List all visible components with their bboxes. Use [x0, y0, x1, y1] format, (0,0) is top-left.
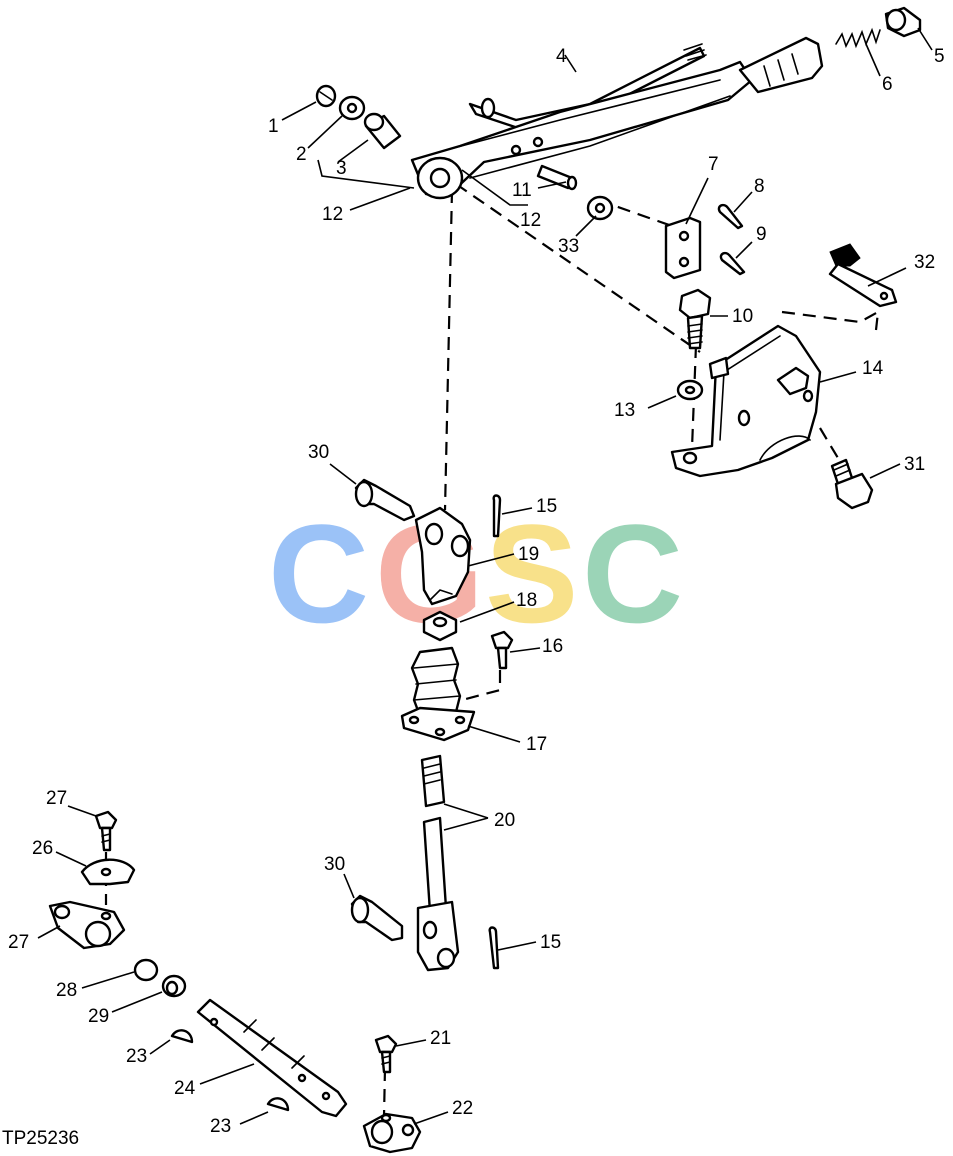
callout-3: 3: [336, 158, 347, 179]
part-5-knob: [884, 6, 922, 38]
part-19-clevis: [414, 506, 472, 606]
callout-5: 5: [934, 46, 945, 67]
watermark-letter-s: S: [485, 495, 578, 652]
watermark-letter-c1: C: [268, 495, 369, 652]
part-1-snap-ring: [315, 84, 337, 108]
figure-id: TP25236: [2, 1128, 79, 1149]
callout-labels: 1 2 3 12 4 11 12 33 7 8 9 10 13 14 31 32…: [8, 46, 945, 1137]
callout-30b: 30: [324, 854, 345, 875]
callout-21: 21: [430, 1028, 451, 1049]
callout-12a: 12: [322, 204, 343, 225]
part-7-plate: [664, 216, 702, 280]
callout-12b: 12: [520, 210, 541, 231]
callout-32: 32: [914, 252, 935, 273]
part-31-fitting: [830, 458, 874, 510]
part-18-nut: [422, 610, 458, 642]
part-20-rod: [416, 754, 460, 972]
part-12-lever-arm: [410, 60, 754, 200]
part-29-spring-ring: [161, 974, 187, 998]
part-23-key-upper: [170, 1029, 194, 1044]
part-14-bracket: [670, 324, 822, 478]
callout-30a: 30: [308, 442, 329, 463]
part-3-bushing: [363, 112, 402, 150]
callout-2: 2: [296, 144, 307, 165]
callout-23b: 23: [210, 1116, 231, 1137]
part-handle-grip: [738, 36, 824, 94]
callout-18: 18: [516, 590, 537, 611]
part-32-clip: [828, 243, 898, 308]
part-22-lever-arm: [362, 1112, 422, 1154]
part-15-cotter-pin-upper: [492, 494, 502, 538]
part-6-spring: [835, 27, 881, 49]
callout-27b: 27: [8, 932, 29, 953]
callout-26: 26: [32, 838, 53, 859]
callout-23a: 23: [126, 1046, 147, 1067]
part-10-bolt: [678, 288, 712, 350]
part-15-cotter-pin-lower: [488, 926, 500, 970]
part-17-boot: [400, 646, 476, 742]
callout-27a: 27: [46, 788, 67, 809]
part-11-pin: [536, 164, 578, 191]
callout-1: 1: [268, 116, 279, 137]
part-28-ring: [133, 958, 159, 982]
callout-28: 28: [56, 980, 77, 1001]
part-8-cotter-pin: [717, 203, 744, 230]
callout-7: 7: [708, 154, 719, 175]
callout-9: 9: [756, 224, 767, 245]
callout-20: 20: [494, 810, 515, 831]
part-24-shaft: [196, 998, 348, 1118]
callout-31: 31: [904, 454, 925, 475]
leader-lines: [37, 27, 933, 1125]
callout-6: 6: [882, 74, 893, 95]
part-2-washer: [338, 95, 366, 121]
callout-15b: 15: [540, 932, 561, 953]
part-27-bolt-top: [94, 810, 118, 852]
callout-4: 4: [556, 46, 567, 67]
callout-10: 10: [732, 306, 753, 327]
callout-15a: 15: [536, 496, 557, 517]
part-33-washer: [586, 195, 614, 221]
callout-8: 8: [754, 176, 765, 197]
part-21-bolt: [374, 1034, 398, 1074]
part-30-pin-lower: [350, 894, 404, 942]
callout-29: 29: [88, 1006, 109, 1027]
callout-14: 14: [862, 358, 884, 379]
part-26-clamp: [80, 858, 136, 886]
callout-24: 24: [174, 1078, 196, 1099]
watermark: C G S C: [268, 495, 683, 652]
callout-11: 11: [512, 180, 532, 201]
part-23-key-lower: [266, 1097, 290, 1112]
callout-19: 19: [518, 544, 539, 565]
watermark-letter-c2: C: [582, 495, 683, 652]
callout-16: 16: [542, 636, 563, 657]
part-16-bolt: [490, 630, 514, 670]
callout-22: 22: [452, 1098, 473, 1119]
callout-13: 13: [614, 400, 635, 421]
part-30-pin-upper: [354, 478, 416, 522]
part-9-cotter-pin: [719, 251, 746, 276]
callout-17: 17: [526, 734, 547, 755]
part-27-lever-arm: [48, 900, 126, 950]
part-13-washer: [676, 379, 704, 401]
callout-33: 33: [558, 236, 579, 257]
